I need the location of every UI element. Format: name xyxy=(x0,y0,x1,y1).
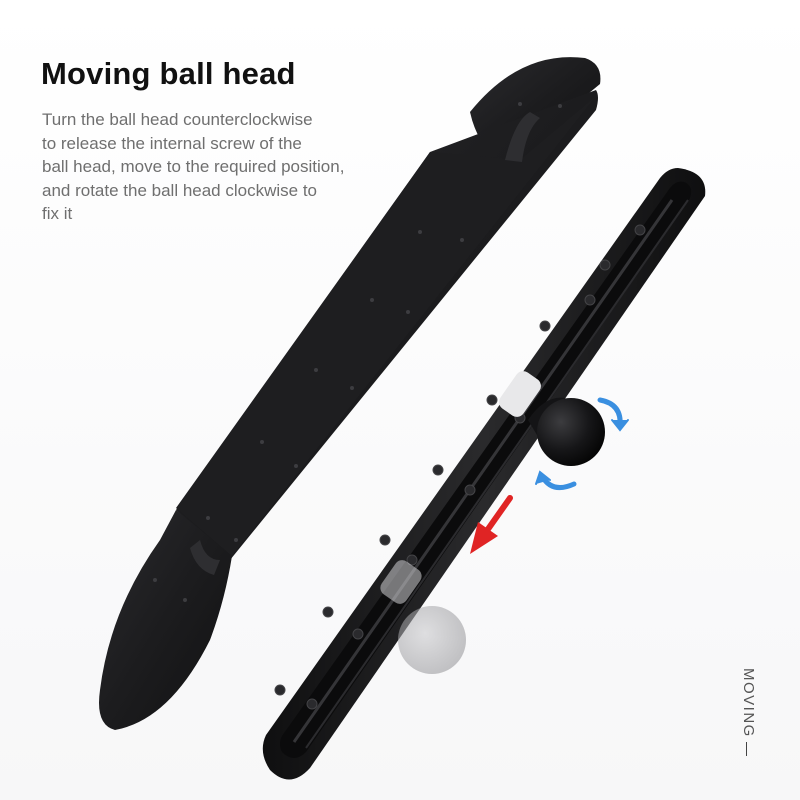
description-line: fix it xyxy=(42,204,73,223)
slide-rail xyxy=(262,168,706,780)
side-tag-label: MOVING xyxy=(740,668,757,738)
description-line: ball head, move to the required position… xyxy=(42,157,345,176)
description-line: to release the internal screw of the xyxy=(42,133,302,153)
ghost-ball-head xyxy=(380,560,466,674)
description-text: Turn the ball head counterclockwise to r… xyxy=(42,108,402,226)
description-line: Turn the ball head counterclockwise xyxy=(42,110,313,129)
side-tag-divider xyxy=(746,742,747,756)
description-line: and rotate the ball head clockwise to xyxy=(42,180,318,200)
page-title: Moving ball head xyxy=(41,56,296,91)
rotate-clockwise-arrow-icon xyxy=(597,397,629,432)
ball-head xyxy=(528,397,605,466)
move-down-arrow-icon xyxy=(470,495,513,554)
mounting-plate xyxy=(99,57,601,730)
side-tag: MOVING xyxy=(733,668,763,758)
rotate-counterclockwise-arrow-icon xyxy=(535,470,577,491)
